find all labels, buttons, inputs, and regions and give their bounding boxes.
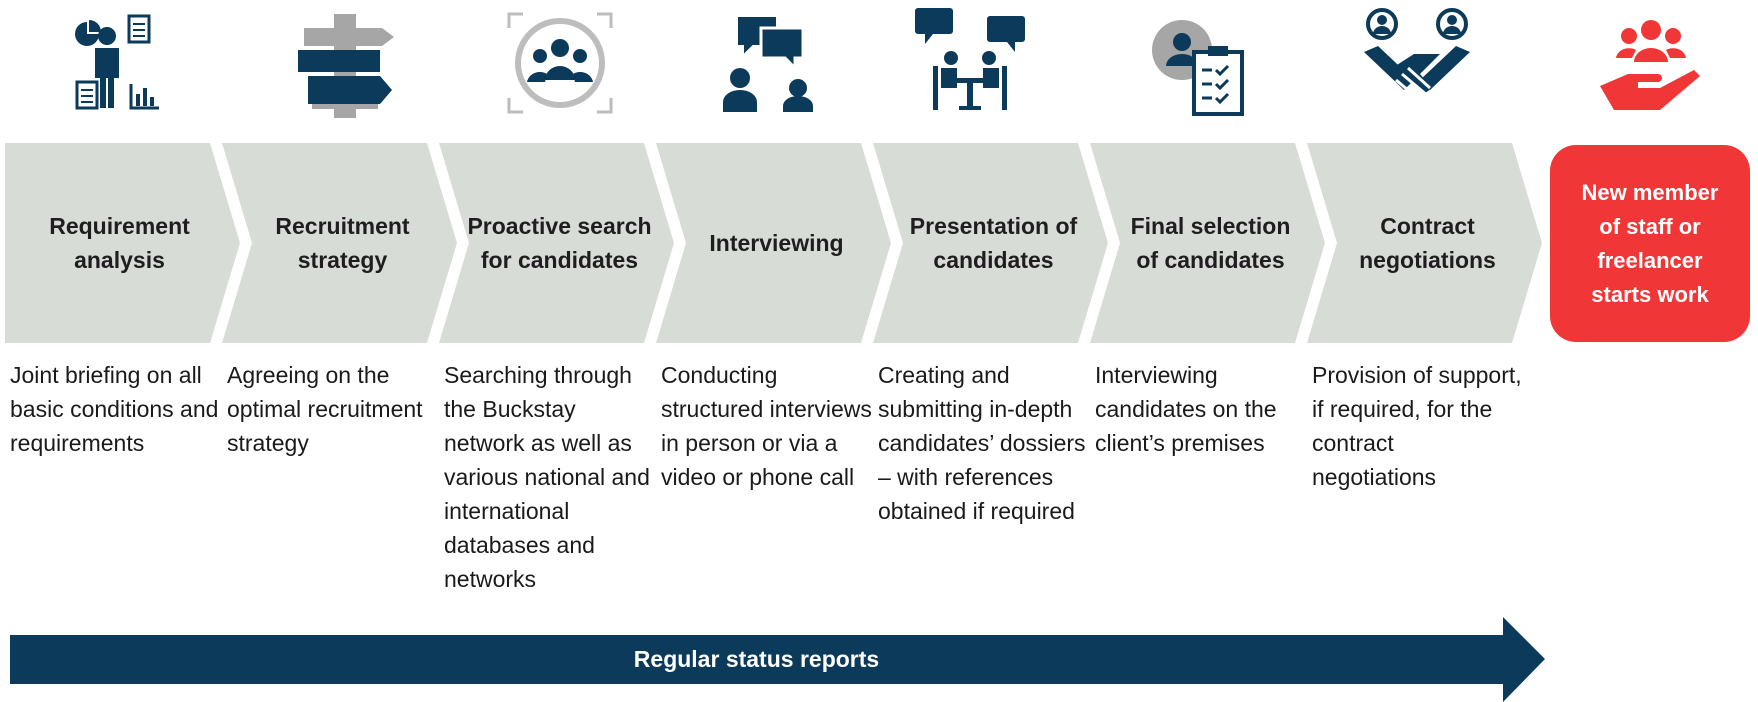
step-description: Agreeing on the optimal recruitment stra…: [227, 362, 423, 456]
step-chevron: Presentation of candidates: [873, 143, 1108, 343]
step-description: Searching through the Buckstay network a…: [444, 362, 650, 592]
step-chevron: Recruitment strategy: [222, 143, 457, 343]
step-description: Creating and submitting in-depth candida…: [878, 362, 1086, 524]
step-title: Presentation of candidates: [909, 213, 1078, 273]
hand-holding-people-icon: [1596, 8, 1706, 118]
step-title: Requirement analysis: [49, 213, 190, 273]
status-reports-label: Regular status reports: [633, 646, 880, 672]
step-title: Final selection of candidates: [1130, 213, 1291, 273]
step-title: Proactive search for candidates: [467, 213, 652, 273]
step-chevron: Contract negotiations: [1307, 143, 1542, 343]
meeting-table-icon: [915, 8, 1025, 118]
final-outcome-title: New member of staff or freelancer starts…: [1581, 179, 1719, 307]
handshake-icon: [1362, 8, 1472, 118]
step-title: Recruitment strategy: [275, 213, 410, 273]
step-title: Interviewing: [709, 230, 844, 256]
final-outcome-box: New member of staff or freelancer starts…: [1550, 145, 1750, 342]
step-description: Conducting structured interviews in pers…: [661, 362, 872, 490]
step-chevron: Final selection of candidates: [1090, 143, 1325, 343]
step-description: Interviewing candidates on the client’s …: [1095, 362, 1277, 456]
step-description: Joint briefing on all basic conditions a…: [10, 362, 219, 456]
step-chevron: Proactive search for candidates: [439, 143, 674, 343]
step-description: Provision of support, if required, for t…: [1312, 362, 1522, 490]
person-with-charts-icon: [65, 8, 175, 118]
group-search-icon: [505, 8, 615, 118]
signpost-icon: [290, 8, 400, 118]
step-title: Contract negotiations: [1359, 213, 1496, 273]
step-chevron: Interviewing: [656, 143, 891, 343]
candidate-checklist-icon: [1150, 8, 1260, 118]
conversation-icon: [715, 8, 825, 118]
step-chevron: Requirement analysis: [5, 143, 240, 343]
